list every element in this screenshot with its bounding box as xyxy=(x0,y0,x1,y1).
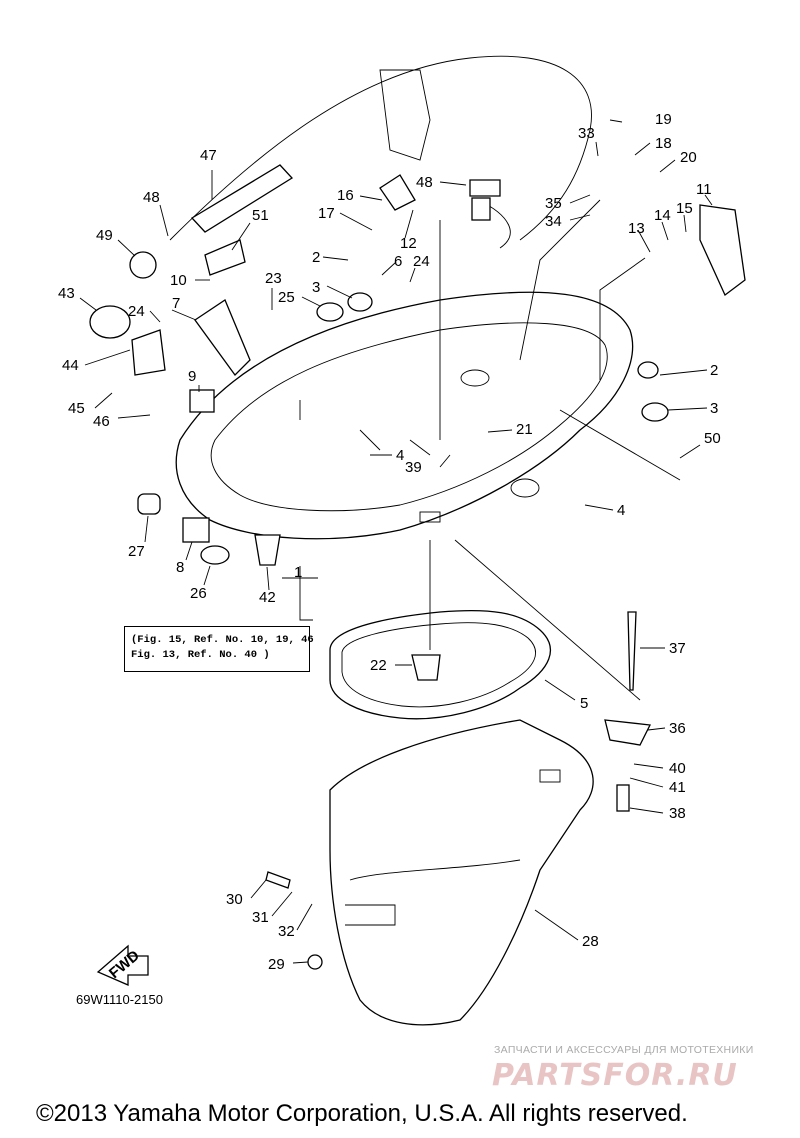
callout-3b: 3 xyxy=(710,400,718,417)
callout-28: 28 xyxy=(582,933,599,950)
callout-7: 7 xyxy=(172,295,180,312)
callout-4b: 4 xyxy=(617,502,625,519)
bottom-cowling xyxy=(175,291,634,540)
callout-41: 41 xyxy=(669,779,686,796)
watermark-logo: PARTSFOR.RU xyxy=(492,1058,738,1093)
callout-49: 49 xyxy=(96,227,113,244)
callout-48b: 48 xyxy=(416,174,433,191)
callout-35: 35 xyxy=(545,195,562,212)
callout-38: 38 xyxy=(669,805,686,822)
lower-case xyxy=(329,719,594,1026)
callout-22: 22 xyxy=(370,657,387,674)
callout-37: 37 xyxy=(669,640,686,657)
small-parts xyxy=(89,164,746,986)
callout-13: 13 xyxy=(628,220,645,237)
callout-5: 5 xyxy=(580,695,588,712)
callout-31: 31 xyxy=(252,909,269,926)
callout-34: 34 xyxy=(545,213,562,230)
callout-24b: 24 xyxy=(413,253,430,270)
callout-48: 48 xyxy=(143,189,160,206)
callout-9: 9 xyxy=(188,368,196,385)
callout-26: 26 xyxy=(190,585,207,602)
callout-17: 17 xyxy=(318,205,335,222)
callout-2b: 2 xyxy=(710,362,718,379)
callout-20: 20 xyxy=(680,149,697,166)
callout-12: 12 xyxy=(400,235,417,252)
callout-51: 51 xyxy=(252,207,269,224)
callout-16: 16 xyxy=(337,187,354,204)
leader-lines xyxy=(79,119,713,964)
reference-note: (Fig. 15, Ref. No. 10, 19, 46 Fig. 13, R… xyxy=(124,626,314,672)
top-cowling-outline xyxy=(169,55,592,249)
callout-4: 4 xyxy=(396,447,404,464)
callout-21: 21 xyxy=(516,421,533,438)
callout-42: 42 xyxy=(259,589,276,606)
callout-25: 25 xyxy=(278,289,295,306)
callout-45: 45 xyxy=(68,400,85,417)
callout-30: 30 xyxy=(226,891,243,908)
callout-6: 6 xyxy=(394,253,402,270)
reference-note-line1: (Fig. 15, Ref. No. 10, 19, 46 xyxy=(131,634,314,646)
callout-24: 24 xyxy=(128,303,145,320)
callout-40: 40 xyxy=(669,760,686,777)
cowling-gasket xyxy=(329,609,551,720)
callout-14: 14 xyxy=(654,207,671,224)
callout-33: 33 xyxy=(578,125,595,142)
callout-29: 29 xyxy=(268,956,285,973)
callout-50: 50 xyxy=(704,430,721,447)
callout-23: 23 xyxy=(265,270,282,287)
callout-27: 27 xyxy=(128,543,145,560)
callout-2: 2 xyxy=(312,249,320,266)
copyright-notice: ©2013 Yamaha Motor Corporation, U.S.A. A… xyxy=(36,1100,688,1127)
callout-46: 46 xyxy=(93,413,110,430)
callout-36: 36 xyxy=(669,720,686,737)
callout-47: 47 xyxy=(200,147,217,164)
callout-3: 3 xyxy=(312,279,320,296)
callout-1: 1 xyxy=(294,564,302,581)
callout-8: 8 xyxy=(176,559,184,576)
callout-numbers: 47 48 49 43 44 45 46 51 10 24 7 9 23 25 … xyxy=(58,111,721,982)
callout-32: 32 xyxy=(278,923,295,940)
callout-18: 18 xyxy=(655,135,672,152)
callout-15: 15 xyxy=(676,200,693,217)
callout-10: 10 xyxy=(170,272,187,289)
watermark-tagline: ЗАПЧАСТИ И АКСЕССУАРЫ ДЛЯ МОТОТЕХНИКИ xyxy=(494,1044,754,1056)
callout-43: 43 xyxy=(58,285,75,302)
figure-code: 69W1110-2150 xyxy=(76,992,163,1007)
callout-39: 39 xyxy=(405,459,422,476)
callout-19: 19 xyxy=(655,111,672,128)
callout-11: 11 xyxy=(696,181,712,198)
reference-note-line2: Fig. 13, Ref. No. 40 ) xyxy=(131,649,270,661)
callout-44: 44 xyxy=(62,357,79,374)
